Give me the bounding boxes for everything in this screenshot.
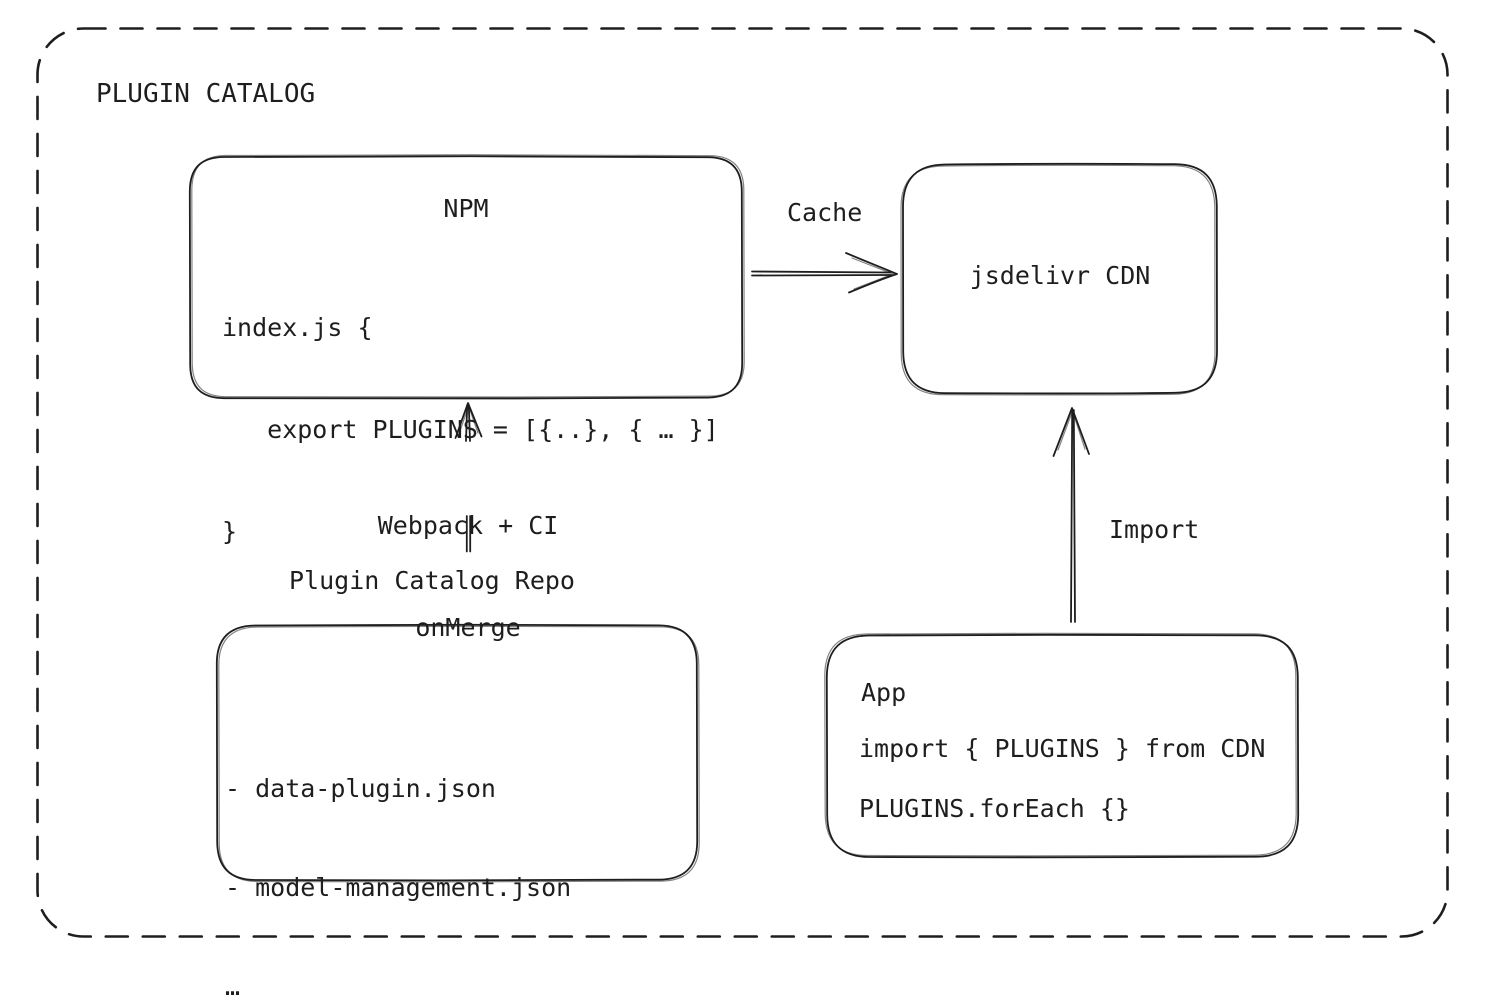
repo-file-item: … — [225, 972, 241, 1001]
repo-box — [215, 623, 700, 883]
npm-code-line: export PLUGINS = [{..}, { … }] — [222, 415, 719, 444]
cache-arrow — [751, 252, 898, 294]
npm-code-block: index.js { export PLUGINS = [{..}, { … }… — [222, 243, 719, 617]
repo-file-item: - model-management.json — [225, 873, 572, 902]
build-arrow-label-line: Webpack + CI — [377, 511, 559, 540]
plugin-catalog-boundary — [36, 27, 1449, 938]
npm-node-title: NPM — [443, 194, 489, 223]
import-arrow — [1052, 407, 1090, 623]
cdn-node-label: jsdelivr CDN — [969, 261, 1151, 290]
build-arrow — [454, 402, 483, 553]
app-box — [824, 632, 1300, 859]
npm-box — [188, 154, 745, 400]
npm-code-line: } — [222, 517, 238, 546]
repo-file-item: - data-plugin.json — [225, 774, 496, 803]
repo-file-list: - data-plugin.json - model-management.js… — [225, 706, 571, 1002]
app-code-line: import { PLUGINS } from CDN — [859, 734, 1266, 763]
npm-code-line: index.js { — [222, 313, 373, 342]
cache-arrow-label: Cache — [787, 198, 863, 227]
app-code-line: PLUGINS.forEach {} — [859, 794, 1130, 823]
build-arrow-label: Webpack + CI onMerge — [318, 441, 618, 713]
import-arrow-label: Import — [1109, 515, 1200, 544]
repo-node-label: Plugin Catalog Repo — [289, 566, 575, 595]
diagram-title: PLUGIN CATALOG — [96, 79, 316, 109]
app-node-title: App — [861, 678, 907, 707]
cdn-box — [900, 162, 1218, 396]
build-arrow-label-line: onMerge — [415, 613, 521, 642]
